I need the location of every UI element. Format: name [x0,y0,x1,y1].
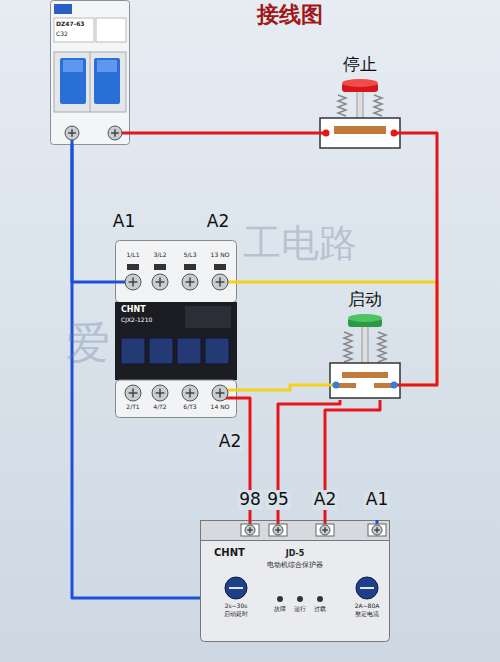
node-text: 14 NO [211,404,230,411]
node-text: 1/L1 [127,252,140,259]
node-text: 过载 [314,606,326,613]
node-text: 13 NO [211,252,230,259]
circuit-breaker: DZ47-63C32 [50,0,130,145]
node-text: 2A~80A [355,603,380,610]
node-text: JD-5 [286,549,305,558]
node-text: 启动 [348,290,382,310]
watermark: 工电路 [243,222,357,266]
contactor: 1/L1 3/L2 5/L3 13 NO CHNT CJX2-1210 2/T1 4/T2 6/… [115,240,237,418]
terminal-label: 98 [237,490,263,510]
wire [402,133,437,385]
node-text: 2/T1 [126,404,139,411]
node-text: 停止 [343,55,377,75]
node-text: CJX2-1210 [121,317,152,324]
node-text: C32 [56,31,68,38]
terminal-label: A2 [217,432,243,452]
node-text: CHNT [214,547,245,559]
terminal-label: 95 [265,490,291,510]
diagram-title: 接线图 [257,2,323,27]
terminal-label: A2 [207,212,229,232]
watermark: 爱 [66,318,110,369]
node-text: 5/L3 [184,252,197,259]
wire [237,385,328,390]
terminal-label: A1 [364,490,390,510]
node-text: CHNT [121,305,146,314]
node-text: 启动延时 [224,611,248,618]
node-text: 6/T3 [183,404,196,411]
node-text: 故障 [274,606,286,613]
terminal-label: A2 [312,490,338,510]
motor-protector: CHNT JD-5 电动机综合保护器 2s~30s启动延时 2A~80A整定电流 故障 运行… [200,520,390,642]
node-text: 3/L2 [154,252,167,259]
node-text: 电动机综合保护器 [267,561,323,569]
wire [130,132,318,135]
node-text: DZ47-63 [56,21,85,28]
node-text: 运行 [294,606,306,613]
stop-button: 停止 [318,55,402,150]
contactor-art [115,240,237,418]
start-button: 启动 [328,290,402,400]
node-text: 2s~30s [225,603,248,610]
terminal-label: A1 [113,212,135,232]
motor-protector-art [200,520,390,642]
wire [72,145,115,282]
node-text: 整定电流 [355,611,379,618]
node-text: 4/T2 [153,404,166,411]
